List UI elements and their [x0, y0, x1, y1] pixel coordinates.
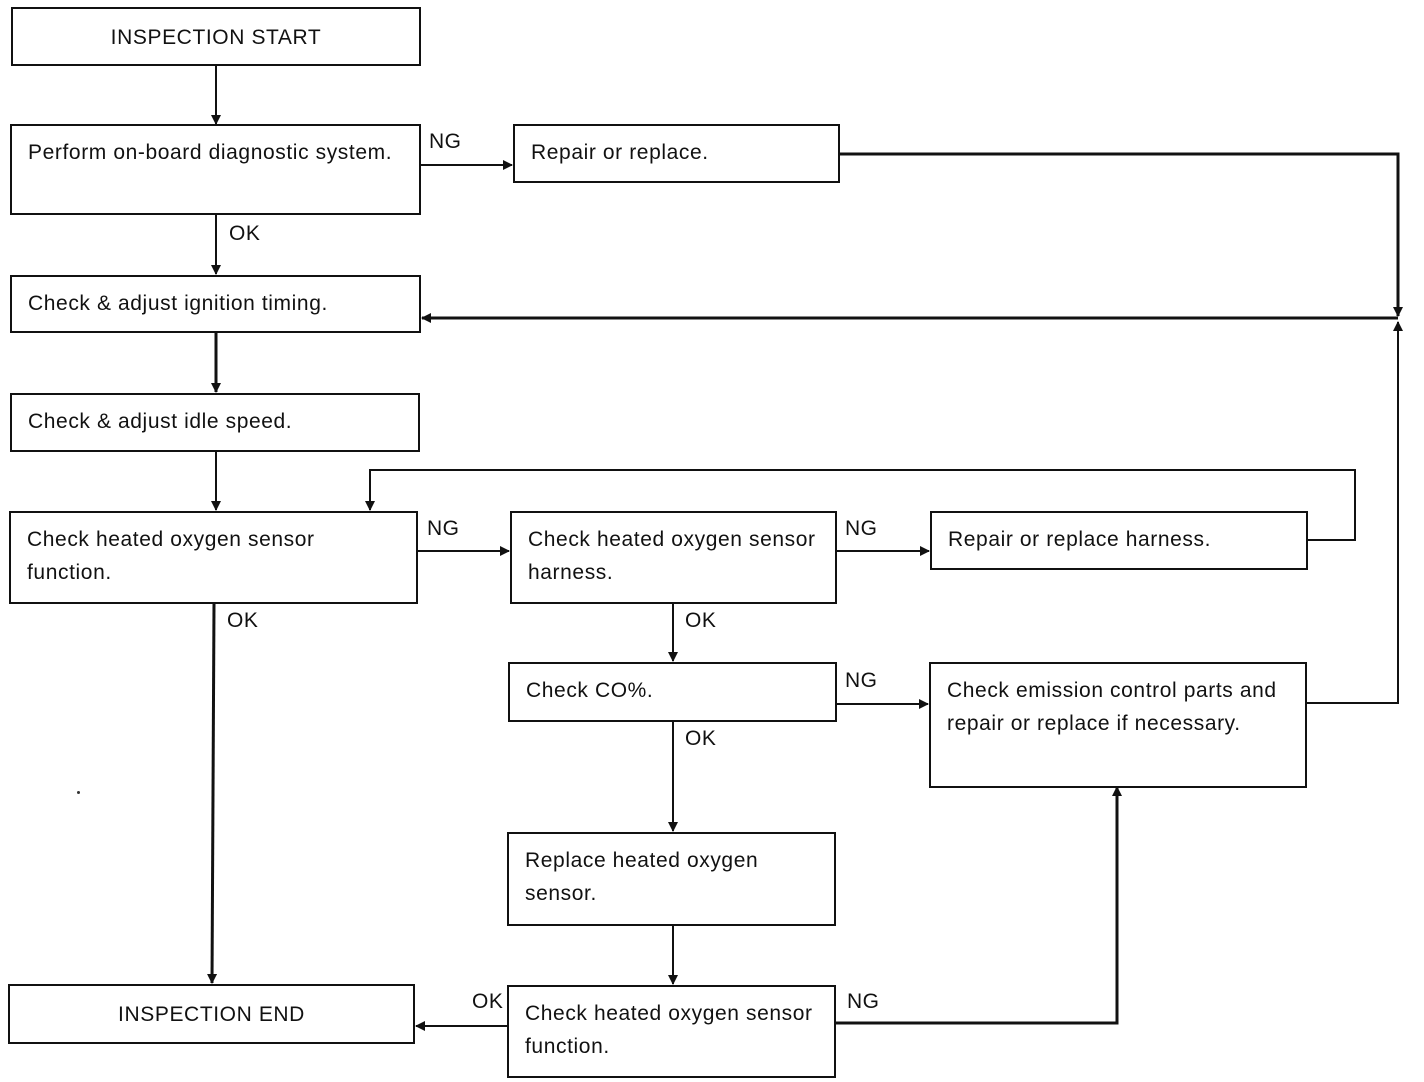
- node-repair-or-replace: Repair or replace.: [513, 124, 840, 183]
- node-perform-onboard-diagnostic: Perform on-board diagnostic system.: [10, 124, 421, 215]
- node-repair-harness: Repair or replace harness.: [930, 511, 1308, 570]
- line-harness-loop: [365, 469, 1356, 541]
- arrow-hos-ok-to-end: [207, 603, 218, 984]
- label-ng-co: NG: [845, 669, 878, 692]
- label-ng-hos: NG: [427, 517, 460, 540]
- node-check-hos-harness: Check heated oxygen sensor harness.: [510, 511, 837, 604]
- line-repair-to-right: [840, 152, 1403, 317]
- label-ng-harness: NG: [845, 517, 878, 540]
- node-inspection-end: INSPECTION END: [8, 984, 415, 1044]
- label-ok-check: OK: [472, 990, 504, 1013]
- stray-dot: [77, 791, 80, 794]
- line-emission-to-right: [1307, 321, 1403, 704]
- label-ok-onboard: OK: [229, 222, 261, 245]
- node-check-hos-function-2: Check heated oxygen sensor function.: [507, 985, 836, 1078]
- node-check-ignition-timing: Check & adjust ignition timing.: [10, 275, 421, 333]
- node-check-emission-parts: Check emission control parts and repair …: [929, 662, 1307, 788]
- label-ok-harness: OK: [685, 609, 717, 632]
- node-check-idle-speed: Check & adjust idle speed.: [10, 393, 420, 452]
- node-inspection-start: INSPECTION START: [11, 7, 421, 66]
- node-check-co: Check CO%.: [508, 662, 837, 722]
- label-ng-check: NG: [847, 990, 880, 1013]
- label-ok-co: OK: [685, 727, 717, 750]
- node-check-hos-function: Check heated oxygen sensor function.: [9, 511, 418, 604]
- label-ng-onboard: NG: [429, 130, 462, 153]
- label-ok-hos: OK: [227, 609, 259, 632]
- line-check-ng-to-emission: [836, 786, 1122, 1025]
- node-replace-hos: Replace heated oxygen sensor.: [507, 832, 836, 926]
